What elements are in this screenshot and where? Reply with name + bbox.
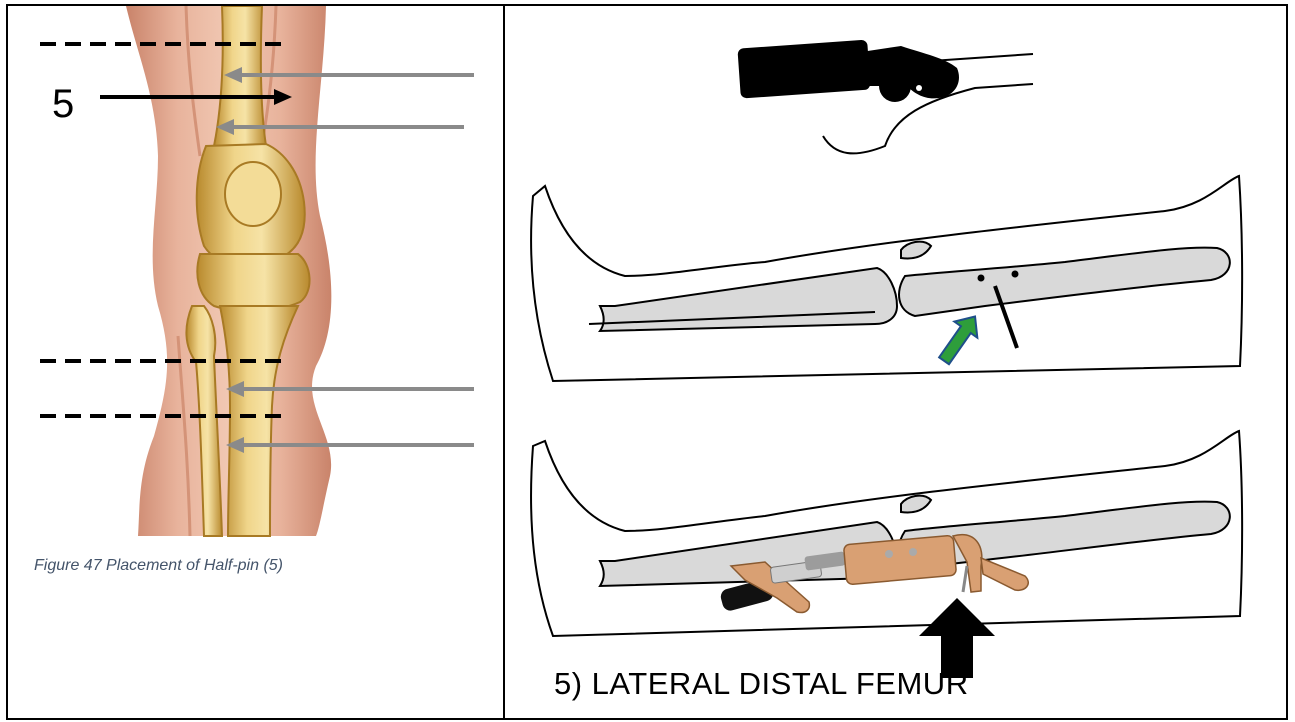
leg-diagrams — [505, 6, 1286, 718]
pin-site-label: 5) LATERAL DISTAL FEMUR — [554, 666, 969, 702]
pin-number-label: 5 — [52, 84, 74, 124]
patella — [225, 162, 281, 226]
tibial-plateau — [197, 254, 309, 311]
drill-icon — [737, 40, 1033, 154]
knee-anatomy-panel: 5 Figure 47 Placement of Half-pin (5) — [8, 6, 503, 718]
leg-outline-middle — [531, 176, 1242, 381]
leg-outline-bottom — [531, 431, 1242, 678]
knee-anatomy-illustration — [8, 6, 503, 718]
figure-caption: Figure 47 Placement of Half-pin (5) — [34, 557, 283, 575]
leg-diagram-panel: 5) LATERAL DISTAL FEMUR — [505, 6, 1286, 718]
